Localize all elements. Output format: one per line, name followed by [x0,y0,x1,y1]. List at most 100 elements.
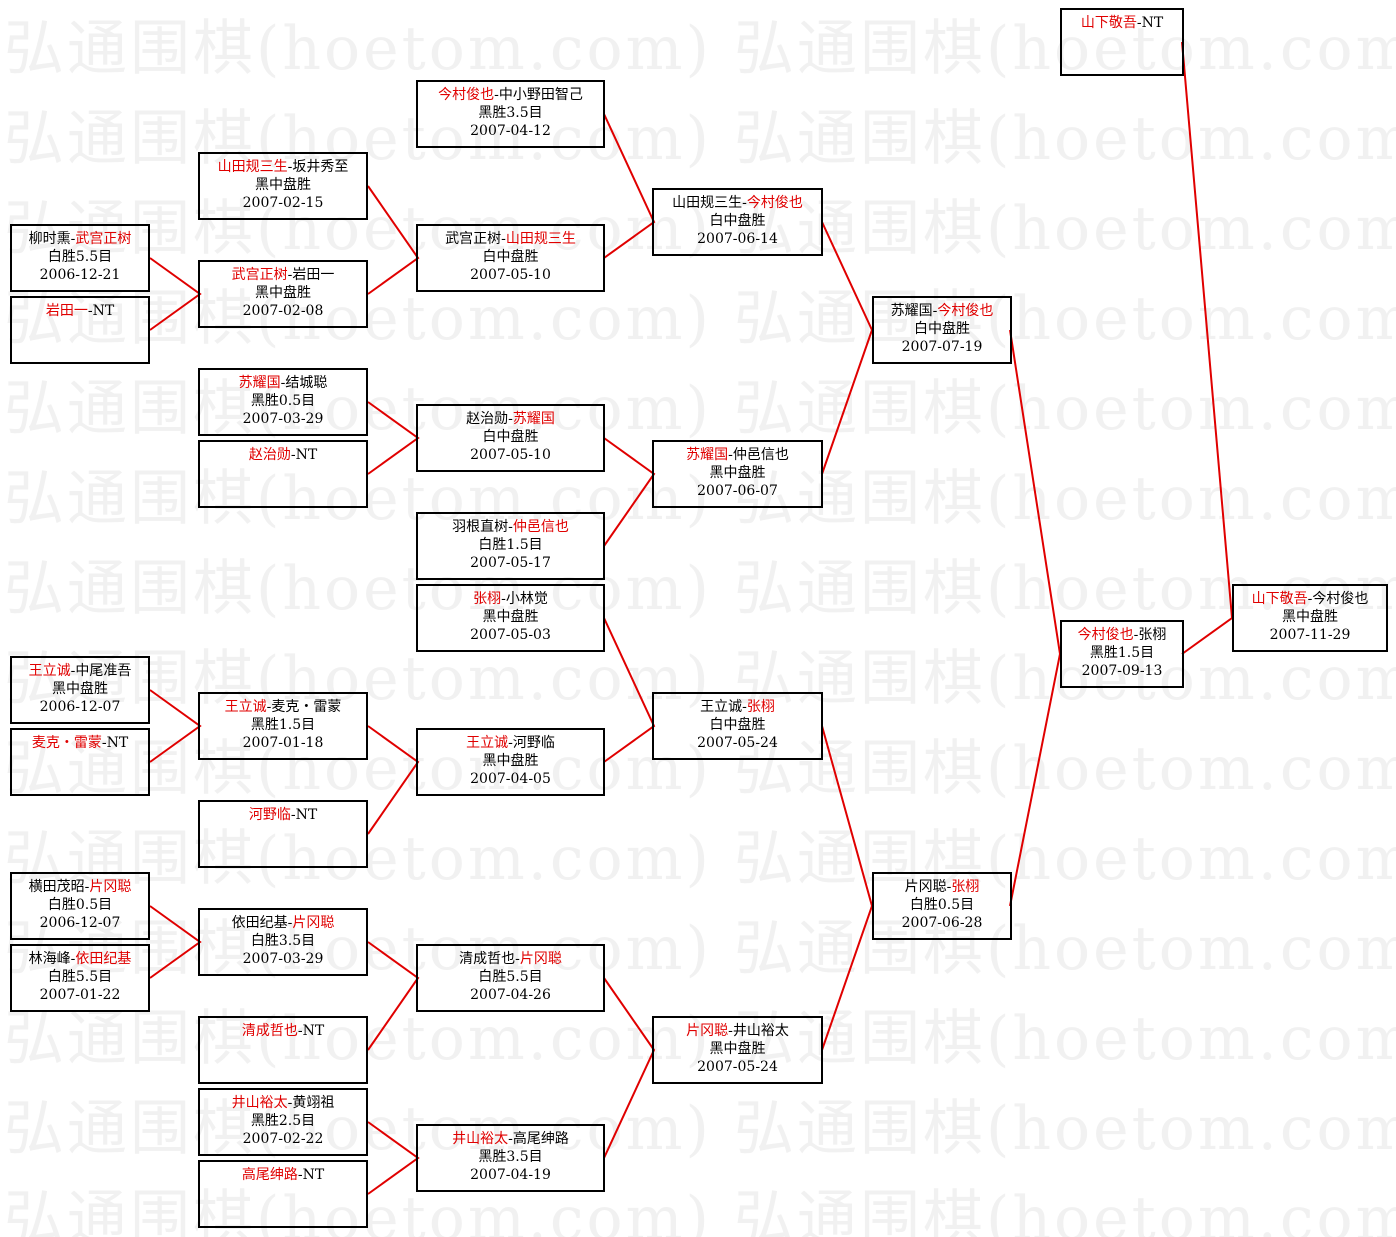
player-name: 河野临 [512,735,555,751]
match-players: 山田规三生-今村俊也 [654,194,821,212]
player-name: 苏耀国 [890,303,933,319]
match-result: 黑中盘胜 [255,177,311,193]
player-name: 中尾准吾 [75,663,132,679]
match-date: 2007-03-29 [242,951,324,967]
match-result: 白胜5.5目 [47,249,113,265]
winner-name: 山田规三生 [217,159,288,175]
match-result: 白胜0.5目 [47,897,113,913]
match-players: 今村俊也-张栩 [1062,626,1182,644]
match-date: 2007-11-29 [1269,627,1351,643]
separator: - [1133,627,1139,643]
match-players: 高尾绅路-NT [200,1166,366,1184]
connector [821,221,874,475]
match-result: 白中盘胜 [914,321,970,337]
connector [367,401,420,475]
separator: - [728,447,733,463]
separator: - [742,699,747,715]
match-date: 2007-01-18 [242,735,324,751]
player-name: 今村俊也 [1312,591,1369,607]
match-box[interactable]: 山下敬吾-NT [1060,8,1184,76]
separator: - [287,159,293,175]
match-box[interactable]: 赵治勋-NT [198,440,368,508]
player-name: 片冈聪 [904,879,947,895]
match-players: 河野临-NT [200,806,366,824]
match-result: 白中盘胜 [709,717,766,733]
match-date: 2007-03-29 [242,411,324,427]
player-name: 赵治勋 [466,411,509,427]
winner-name: 王立诚 [224,699,267,715]
match-result: 白胜1.5目 [478,537,543,553]
match-date: 2007-05-10 [470,447,551,463]
separator: - [287,1095,293,1111]
separator: - [287,915,293,931]
player-name: 仲邑信也 [732,447,789,463]
match-players: 依田纪基-片冈聪 [200,914,366,932]
match-players: 王立诚-河野临 [418,734,603,752]
match-players: 清成哲也-NT [200,1022,366,1040]
player-name: NT [302,1167,325,1183]
connector [367,941,420,1051]
winner-name: 依田纪基 [75,951,132,967]
winner-name: 清成哲也 [241,1023,298,1039]
separator: - [501,231,506,247]
match-date: 2007-06-07 [697,483,778,499]
match-result: 黑胜2.5目 [250,1113,316,1129]
match-players: 王立诚-张栩 [654,698,821,716]
separator: - [515,951,520,967]
connector [603,617,656,763]
player-name: 清成哲也 [459,951,516,967]
player-name: 坂井秀至 [292,159,349,175]
player-name: NT [1141,15,1164,31]
connector [603,437,656,547]
match-box[interactable]: 河野临-NT [198,800,368,868]
winner-name: 张栩 [746,699,775,715]
match-players: 片冈聪-井山裕太 [654,1022,821,1040]
separator: - [297,1167,303,1183]
connector [1181,41,1234,655]
match-box[interactable]: 麦克・雷蒙-NT [10,728,150,796]
match-box[interactable]: 清成哲也-NT [198,1016,368,1084]
separator: - [297,1023,303,1039]
match-result: 白胜3.5目 [250,933,316,949]
match-box[interactable]: 高尾绅路-NT [198,1160,368,1228]
player-name: 山田规三生 [672,195,743,211]
match-players: 苏耀国-今村俊也 [874,302,1010,320]
match-box[interactable]: 岩田一-NT [10,296,150,364]
winner-name: 武宫正树 [231,267,288,283]
winner-name: 张栩 [951,879,980,895]
winner-name: 张栩 [473,591,502,607]
winner-name: 武宫正树 [75,231,132,247]
player-name: 岩田一 [292,267,335,283]
separator: - [280,375,286,391]
match-players: 赵治勋-NT [200,446,366,464]
match-players: 山田规三生-坂井秀至 [200,158,366,176]
match-result: 黑胜1.5目 [250,717,316,733]
match-box[interactable]: 依田纪基-片冈聪白胜3.5目 2007-03-29 [198,908,368,976]
separator: - [290,447,296,463]
